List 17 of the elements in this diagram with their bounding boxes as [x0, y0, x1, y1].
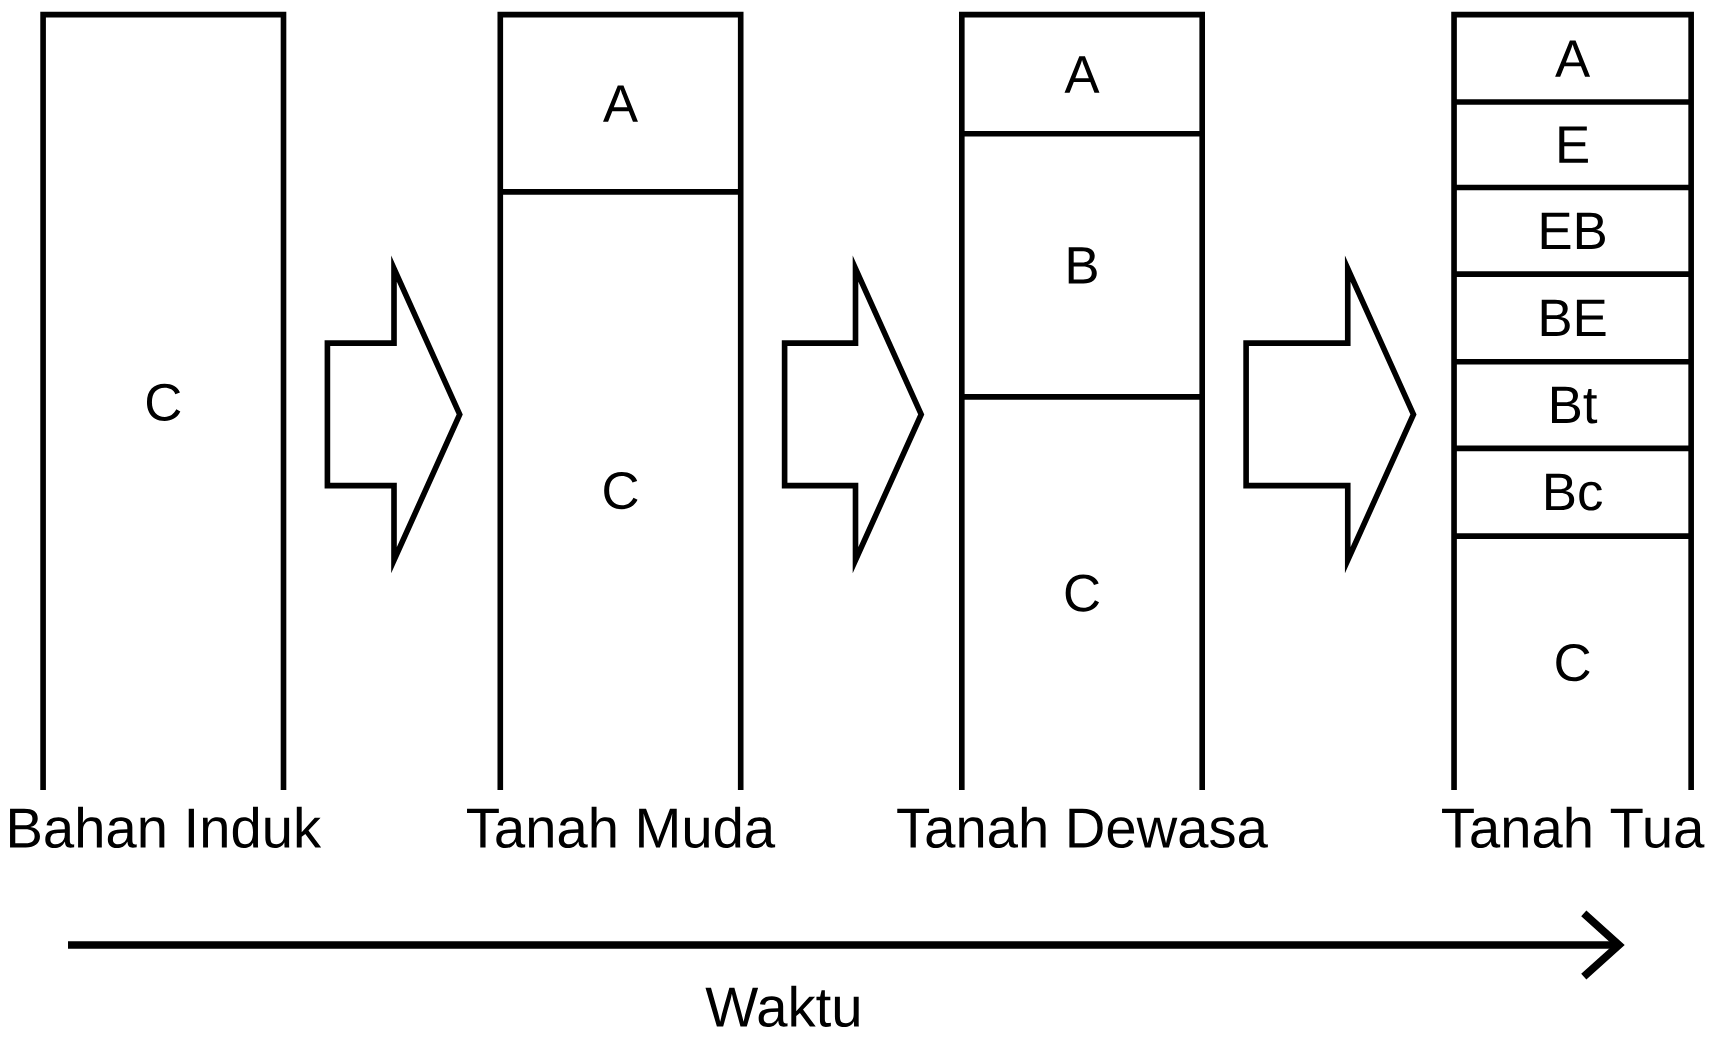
soil-layer: C — [146, 383, 181, 421]
soil-layer: A — [1064, 56, 1100, 93]
block-arrow — [1243, 255, 1417, 574]
soil-layer: B — [1068, 247, 1097, 284]
soil-layer: Bt — [1552, 386, 1598, 424]
block-arrow — [324, 255, 463, 574]
soil-layer: A — [603, 85, 638, 122]
axis-label: Waktu — [705, 985, 859, 1028]
soil-layer: EB — [1541, 212, 1605, 249]
soil-layer: E — [1559, 126, 1588, 163]
soil-layer: A — [1555, 40, 1591, 77]
soil-layer: C — [1556, 644, 1590, 682]
soil-layer: C — [604, 471, 638, 510]
soil-layer: C — [1065, 574, 1099, 612]
soil-layer: BE — [1541, 299, 1606, 337]
soil-layer: Bc — [1546, 473, 1602, 511]
block-arrow — [781, 255, 925, 574]
